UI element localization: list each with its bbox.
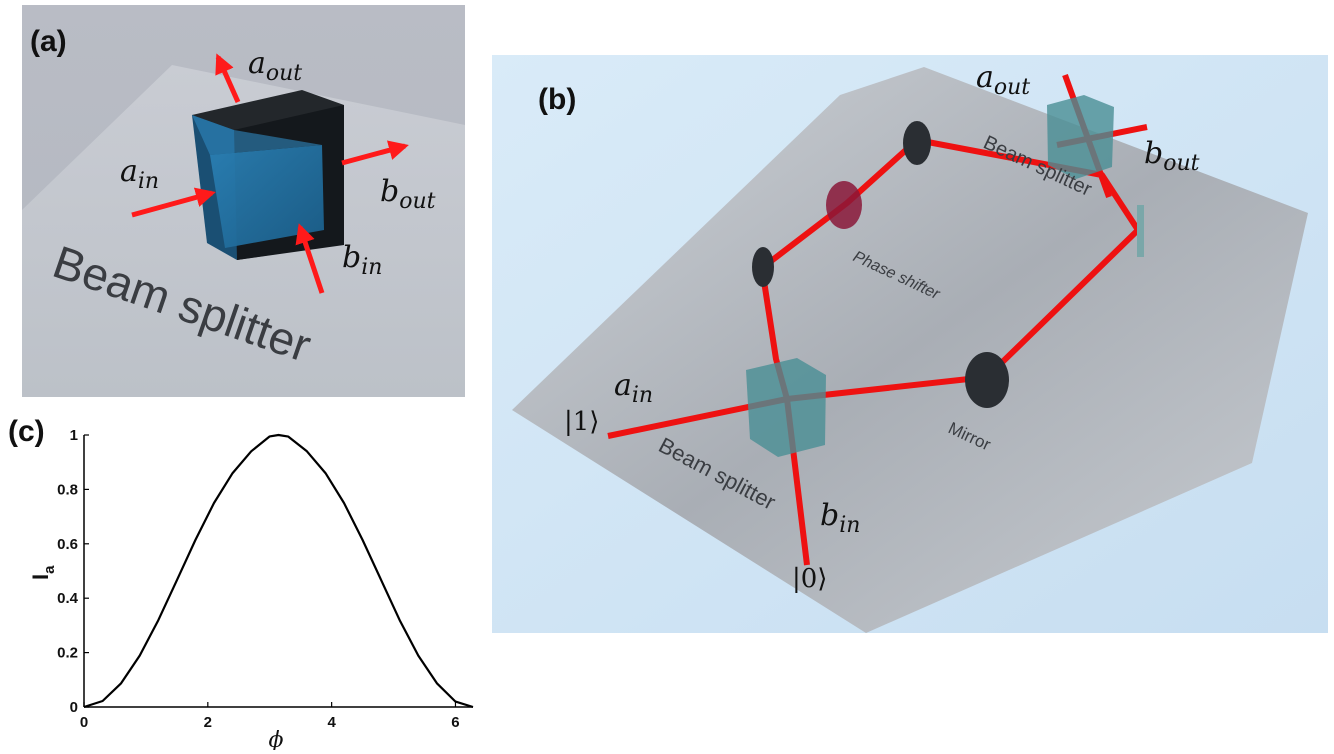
x-tick-label: 0	[80, 714, 88, 731]
label-b-b-out: bout	[1144, 136, 1200, 176]
top-beam-splitter-cube	[1047, 95, 1114, 179]
intensity-curve	[83, 433, 474, 709]
x-tick-label: 6	[451, 714, 459, 731]
label-a-out: aout	[248, 46, 302, 86]
phase-shifter	[826, 181, 862, 229]
chart-ticks: 0 2 4 6 0 0.2 0.4 0.6 0.8 1	[57, 427, 459, 731]
x-axis-label: ϕ	[269, 728, 284, 750]
ket-zero: |0⟩	[792, 564, 827, 594]
label-b-out: bout	[380, 174, 436, 214]
cube-glass	[210, 145, 324, 248]
panel-b-mach-zehnder: Beam splitter Phase shifter Mirror Beam …	[492, 55, 1328, 633]
panel-a-label: (a)	[30, 25, 67, 58]
ket-one: |1⟩	[564, 407, 599, 437]
mirror-far-right	[1137, 205, 1144, 257]
mirror-right	[965, 352, 1009, 408]
label-b-a-out: aout	[976, 60, 1030, 100]
panel-a-beam-splitter-cube: aout ain bout bin Beam splitter (a)	[22, 5, 465, 397]
y-tick-label: 0.8	[57, 481, 78, 498]
label-b-b-in: bin	[820, 498, 860, 538]
arrow-a-in	[131, 187, 216, 218]
bottom-beam-splitter-cube	[746, 358, 826, 457]
x-tick-label: 4	[327, 714, 336, 731]
intensity-chart: 0 2 4 6 0 0.2 0.4 0.6 0.8 1 ϕ Ia	[28, 427, 474, 753]
y-tick-label: 1	[70, 427, 78, 444]
label-b-in: bin	[342, 240, 382, 280]
x-tick-label: 2	[204, 714, 212, 731]
panel-b-illustration: Beam splitter Phase shifter Mirror Beam …	[492, 55, 1328, 633]
label-a-in: ain	[120, 154, 159, 194]
y-tick-label: 0.2	[57, 645, 78, 662]
y-tick-label: 0	[70, 699, 78, 716]
panel-b-label: (b)	[538, 83, 577, 116]
arrow-a-out	[215, 53, 241, 104]
cube-top	[192, 90, 344, 130]
mirror-left	[752, 247, 774, 287]
optical-table	[512, 67, 1308, 633]
arrow-b-in	[295, 223, 325, 294]
chart-axes	[83, 435, 473, 708]
y-tick-label: 0.6	[57, 536, 78, 553]
y-axis-label: Ia	[28, 565, 58, 580]
chart-series	[83, 433, 474, 709]
label-b-a-in: ain	[614, 368, 653, 408]
arrow-b-out	[341, 140, 409, 166]
mirror-top-left	[903, 121, 931, 165]
cube-glass-top	[192, 115, 322, 155]
panel-c-intensity-plot: 0 2 4 6 0 0.2 0.4 0.6 0.8 1 ϕ Ia (c)	[0, 405, 480, 753]
panel-a-illustration: aout ain bout bin Beam splitter	[22, 5, 465, 397]
y-tick-label: 0.4	[57, 590, 79, 607]
panel-c-label: (c)	[8, 415, 45, 448]
